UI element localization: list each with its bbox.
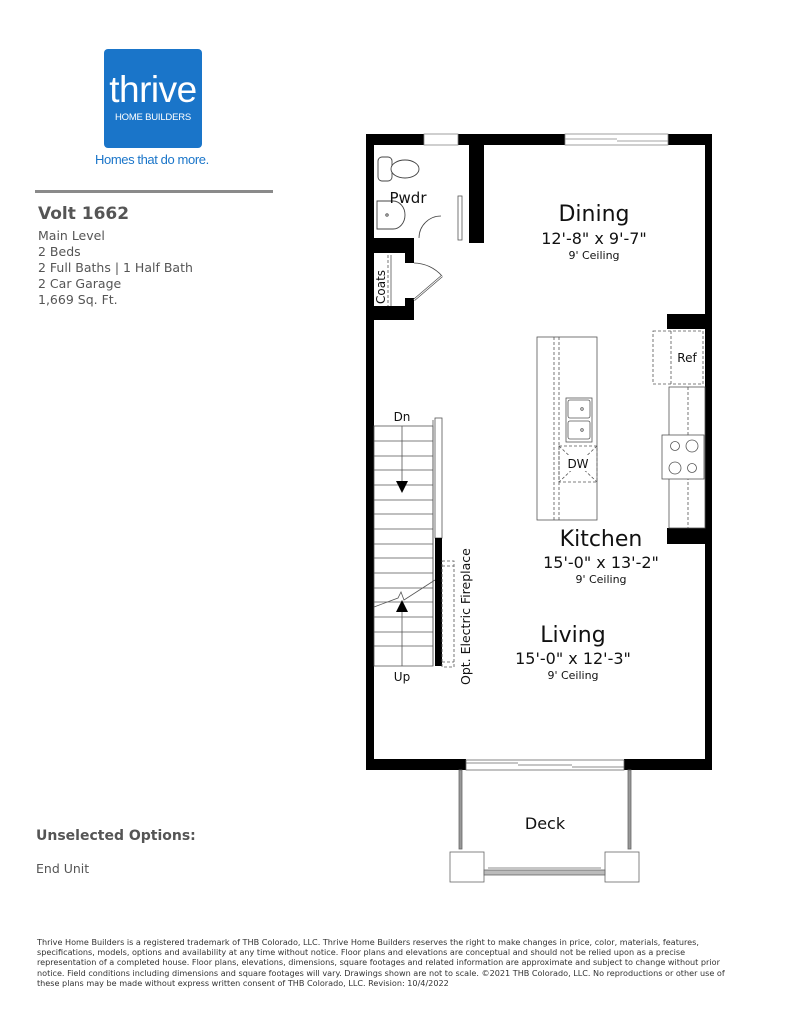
- refrigerator: [652, 330, 704, 385]
- header-divider: [35, 190, 273, 193]
- fireplace-outline: [441, 560, 455, 668]
- top-windows: [423, 133, 669, 146]
- toilet-icon: [377, 156, 420, 182]
- plan-garage: 2 Car Garage: [38, 276, 122, 291]
- kitchen-island: [536, 336, 598, 521]
- living-ceiling: 9' Ceiling: [547, 669, 598, 682]
- staircase: [373, 420, 436, 667]
- dining-size: 12'-8" x 9'-7": [541, 229, 647, 248]
- deck: [449, 769, 640, 883]
- powder-room-walls: [374, 145, 484, 320]
- dining-ceiling: 9' Ceiling: [568, 249, 619, 262]
- pocket-door: [457, 195, 463, 241]
- sliding-door: [465, 759, 625, 771]
- kitchen-counter: [667, 314, 706, 544]
- plan-baths: 2 Full Baths | 1 Half Bath: [38, 260, 193, 275]
- plan-title: Volt 1662: [38, 204, 130, 224]
- fireplace-label: Opt. Electric Fireplace: [458, 548, 473, 685]
- coats-label: Coats: [374, 270, 388, 304]
- fireplace-wall: [435, 538, 442, 666]
- living-size: 15'-0" x 12'-3": [515, 649, 631, 668]
- refrigerator-label: Ref: [677, 351, 697, 365]
- kitchen-size: 15'-0" x 13'-2": [543, 553, 659, 572]
- dining-label: Dining: [558, 202, 629, 227]
- kitchen-label: Kitchen: [560, 527, 643, 552]
- stairs-down-label: Dn: [394, 410, 411, 424]
- stairs-up-arrow-icon: [396, 600, 408, 612]
- stairs-up-label: Up: [394, 670, 410, 684]
- stairs-down-arrow-icon: [396, 481, 408, 493]
- range-cooktop-icon: [661, 434, 705, 480]
- deck-label: Deck: [525, 814, 566, 833]
- legal-disclaimer: Thrive Home Builders is a registered tra…: [37, 937, 725, 988]
- logo-wordmark: thrive: [109, 69, 197, 110]
- logo-subtitle: HOME BUILDERS: [114, 112, 192, 123]
- stair-rail: [434, 417, 443, 539]
- thrive-logo: thrive HOME BUILDERS: [104, 49, 202, 148]
- plan-sqft: 1,669 Sq. Ft.: [38, 292, 118, 307]
- powder-room-label: Pwdr: [389, 189, 427, 207]
- plan-beds: 2 Beds: [38, 244, 81, 259]
- brand-tagline: Homes that do more.: [95, 152, 209, 167]
- plan-details: Main Level 2 Beds 2 Full Baths | 1 Half …: [38, 228, 193, 308]
- living-label: Living: [540, 623, 605, 648]
- coat-closet: Coats: [374, 255, 443, 306]
- kitchen-ceiling: 9' Ceiling: [575, 573, 626, 586]
- sink-icon: [376, 200, 406, 230]
- dw-label-bg: [566, 455, 590, 471]
- plan-level: Main Level: [38, 228, 105, 243]
- dishwasher-label: DW: [567, 457, 588, 471]
- exterior-walls: [366, 134, 712, 770]
- powder-door-swing: [418, 215, 442, 239]
- unselected-options-title: Unselected Options:: [36, 828, 196, 844]
- option-end-unit: End Unit: [36, 861, 90, 876]
